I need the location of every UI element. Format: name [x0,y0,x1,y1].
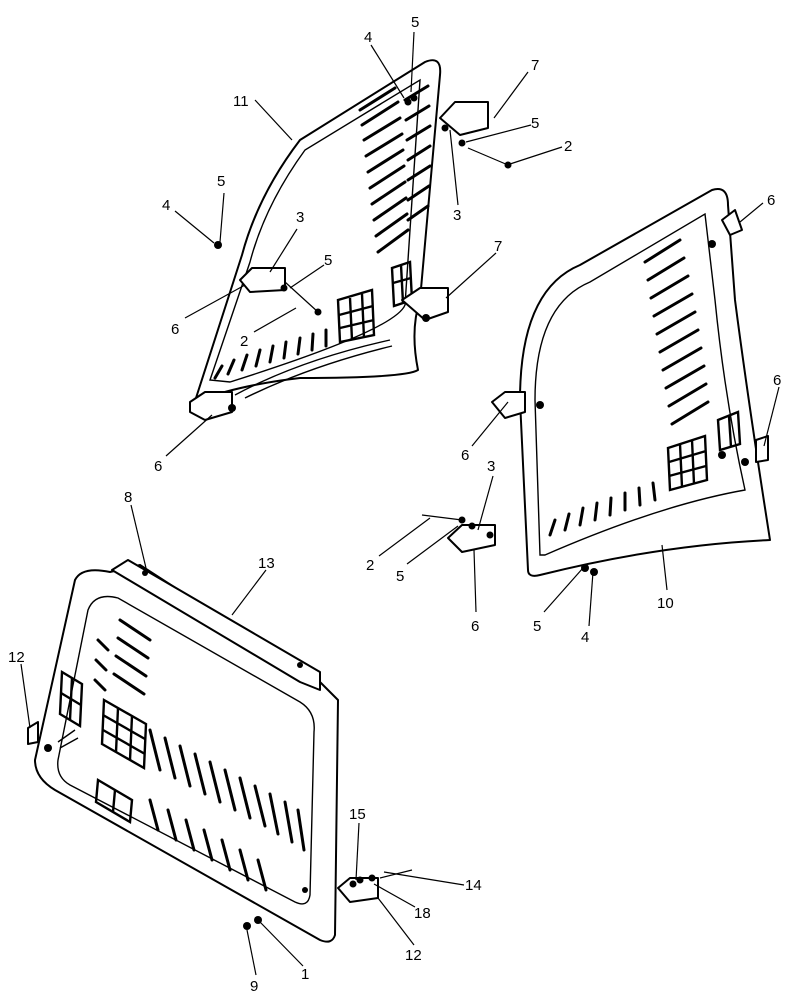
callout-label: 5 [531,115,539,132]
callout-label: 12 [8,649,25,666]
callout-label: 10 [657,595,674,612]
callout-label: 18 [414,905,431,922]
callout-label: 5 [533,618,541,635]
upper-left-window-panel [189,59,512,421]
callout-label: 3 [296,209,304,226]
callout-label: 13 [258,555,275,572]
callout-label: 14 [465,877,482,894]
right-window-panel [421,188,771,577]
callout-label: 7 [494,238,502,255]
callout-label: 2 [240,333,248,350]
callout-label: 15 [349,806,366,823]
callout-label: 9 [250,978,258,995]
callout-label: 3 [487,458,495,475]
callout-label: 4 [162,197,170,214]
leader-lines [20,31,780,976]
callout-label: 1 [301,966,309,983]
callout-label: 2 [564,138,572,155]
callout-label: 12 [405,947,422,964]
callout-label: 6 [471,618,479,635]
callout-label: 5 [217,173,225,190]
callout-label: 3 [453,207,461,224]
callout-label: 6 [767,192,775,209]
callout-label: 5 [411,14,419,31]
callout-label: 4 [364,29,372,46]
callout-labels: 5 4 7 5 2 11 3 5 4 3 5 7 6 2 6 6 6 3 6 2… [8,14,781,995]
callout-label: 5 [324,252,332,269]
callout-label: 11 [233,93,249,110]
callout-label: 7 [531,57,539,74]
callout-label: 4 [581,629,589,646]
callout-label: 6 [154,458,162,475]
lower-window-panel [27,559,413,943]
callout-label: 2 [366,557,374,574]
callout-label: 6 [461,447,469,464]
callout-label: 5 [396,568,404,585]
callout-label: 6 [773,372,781,389]
callout-label: 8 [124,489,132,506]
callout-label: 6 [171,321,179,338]
